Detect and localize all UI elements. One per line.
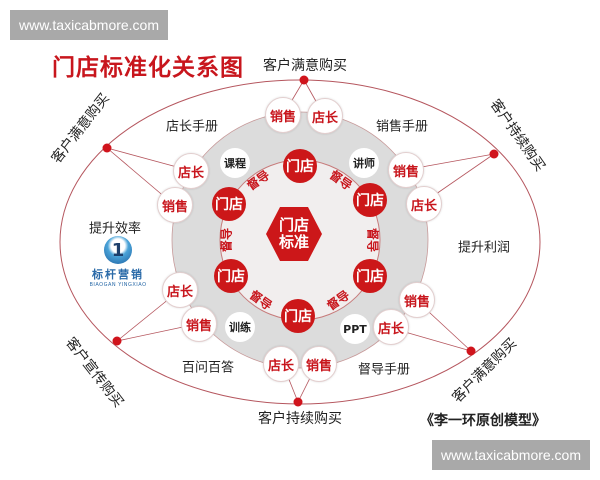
watermark-bottom: www.taxicabmore.com: [432, 440, 590, 470]
center-line-1: 门店: [278, 216, 309, 234]
diagram-title: 门店标准化关系图: [52, 55, 244, 81]
store-node-top: 门店: [283, 149, 317, 183]
ring-node-manager: 店长: [307, 98, 343, 134]
logo-name-cn: 标杆营销: [92, 268, 144, 281]
node-ppt: PPT: [340, 314, 370, 344]
watermark-top: www.taxicabmore.com: [10, 10, 168, 40]
center-hexagon: 门店 标准: [266, 207, 322, 261]
store-node-upper-left: 门店: [212, 187, 246, 221]
zone-label-improve-profit: 提升利润: [457, 240, 511, 256]
model-credit: 《李一环原创模型》: [420, 413, 546, 429]
ring-node-sales: 销售: [157, 187, 193, 223]
ring-node-sales: 销售: [399, 282, 435, 318]
ring-node-manager: 店长: [406, 186, 442, 222]
node-lecturer: 讲师: [349, 148, 379, 178]
zone-label-store-manager-manual: 店长手册: [165, 119, 219, 135]
center-line-2: 标准: [278, 233, 309, 251]
outer-label-top: 客户满意购买: [263, 58, 347, 74]
outer-label-bottom: 客户持续购买: [258, 411, 342, 427]
logo-name-en: BIAOGAN YINGXIAO: [89, 282, 147, 288]
ring-node-manager: 店长: [373, 309, 409, 345]
node-course: 课程: [220, 148, 250, 178]
store-node-lower-left: 门店: [214, 259, 248, 293]
ring-node-sales: 销售: [301, 346, 337, 382]
ring-node-manager: 店长: [263, 346, 299, 382]
zone-label-faq: 百问百答: [181, 360, 235, 376]
brand-logo: 1 标杆营销 BIAOGAN YINGXIAO: [88, 236, 148, 288]
store-node-lower-right: 门店: [353, 259, 387, 293]
zone-label-improve-efficiency: 提升效率: [88, 221, 142, 237]
node-training: 训练: [225, 312, 255, 342]
store-node-bottom: 门店: [281, 299, 315, 333]
ring-node-manager: 店长: [162, 272, 198, 308]
zone-label-sales-manual: 销售手册: [375, 119, 429, 135]
supervisor-label: 督导: [365, 227, 380, 253]
store-node-upper-right: 门店: [353, 183, 387, 217]
ring-node-manager: 店长: [173, 153, 209, 189]
ring-node-sales: 销售: [265, 97, 301, 133]
zone-label-supervisor-manual: 督导手册: [357, 362, 411, 378]
logo-mark-icon: 1: [104, 236, 132, 264]
ring-node-sales: 销售: [388, 152, 424, 188]
ring-node-sales: 销售: [181, 306, 217, 342]
supervisor-label: 督导: [219, 227, 234, 253]
